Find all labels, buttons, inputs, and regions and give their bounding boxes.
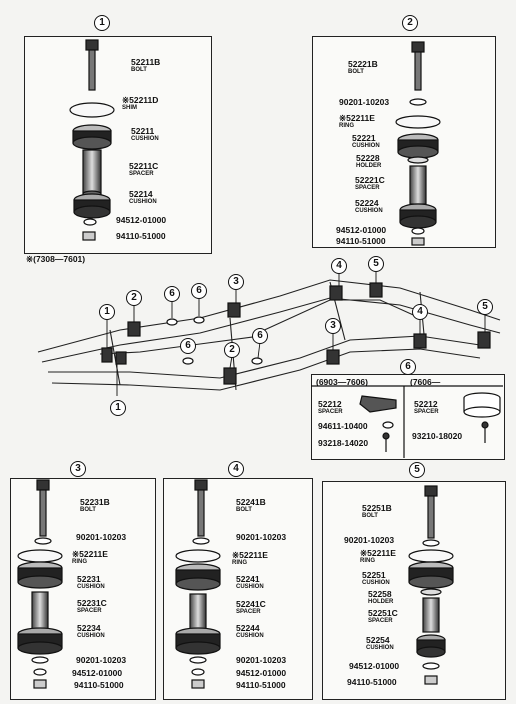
panel5-parts bbox=[408, 485, 454, 685]
part-label: 93218-14020 bbox=[318, 438, 369, 448]
part-label: 94110-51000 bbox=[347, 677, 397, 687]
panel4-parts bbox=[175, 479, 221, 689]
frame-callout-2-top: 2 bbox=[126, 290, 142, 306]
panel6-parts bbox=[359, 392, 501, 452]
frame-callout-6-b: 6 bbox=[191, 283, 207, 299]
panel-mount-5 bbox=[322, 481, 506, 700]
part-label: 94512-01000 bbox=[72, 668, 123, 678]
frame-callout-6-c: 6 bbox=[252, 328, 268, 344]
part-label: 90201-10203 bbox=[339, 97, 390, 107]
panel-mount-1 bbox=[24, 36, 212, 254]
frame-callout-1-bottom: 1 bbox=[110, 400, 126, 416]
part-label: 94110-51000 bbox=[116, 231, 166, 241]
part-label: 94110-51000 bbox=[236, 680, 286, 690]
part-label: 94110-51000 bbox=[74, 680, 124, 690]
frame-callout-5-bottom: 5 bbox=[477, 299, 493, 315]
panel-number-1: 1 bbox=[94, 15, 110, 31]
panel-number-4: 4 bbox=[228, 461, 244, 477]
part-label: 94512-01000 bbox=[336, 225, 387, 235]
part-label: 94110-51000 bbox=[336, 236, 386, 246]
panel2-parts bbox=[395, 41, 441, 246]
frame-callout-4-top: 4 bbox=[331, 258, 347, 274]
panel1-parts bbox=[69, 39, 115, 241]
frame-callout-6-a: 6 bbox=[164, 286, 180, 302]
frame-mounts bbox=[101, 282, 491, 385]
frame-callout-2-bottom: 2 bbox=[224, 342, 240, 358]
frame-callout-4-bottom: 4 bbox=[412, 304, 428, 320]
frame-callout-6-d: 6 bbox=[180, 338, 196, 354]
panel-mount-3 bbox=[10, 478, 156, 700]
part-label: 94512-01000 bbox=[349, 661, 400, 671]
part-label: 90201-10203 bbox=[76, 655, 127, 665]
panel6-left-header: (6903—7606) bbox=[316, 377, 368, 387]
panel-mount-6 bbox=[311, 374, 505, 460]
panel6-right-header: (7606— bbox=[410, 377, 441, 387]
panel-number-6: 6 bbox=[400, 359, 416, 375]
date-range-note: ※(7308—7601) bbox=[26, 254, 86, 264]
part-label: 90201-10203 bbox=[236, 655, 287, 665]
part-label: 94611-10400 bbox=[318, 421, 368, 431]
frame-callout-3-top: 3 bbox=[228, 274, 244, 290]
part-label: 90201-10203 bbox=[76, 532, 127, 542]
part-label: 93210-18020 bbox=[412, 431, 463, 441]
part-label: 90201-10203 bbox=[344, 535, 395, 545]
panel-number-5: 5 bbox=[409, 462, 425, 478]
frame-callout-1-top: 1 bbox=[99, 304, 115, 320]
frame-callout-3-bottom: 3 bbox=[325, 318, 341, 334]
panel-number-2: 2 bbox=[402, 15, 418, 31]
frame-callout-5-top: 5 bbox=[368, 256, 384, 272]
part-label: 94512-01000 bbox=[116, 215, 167, 225]
panel-number-3: 3 bbox=[70, 461, 86, 477]
panel3-parts bbox=[17, 479, 63, 689]
part-label: 94512-01000 bbox=[236, 668, 287, 678]
part-label: 90201-10203 bbox=[236, 532, 287, 542]
